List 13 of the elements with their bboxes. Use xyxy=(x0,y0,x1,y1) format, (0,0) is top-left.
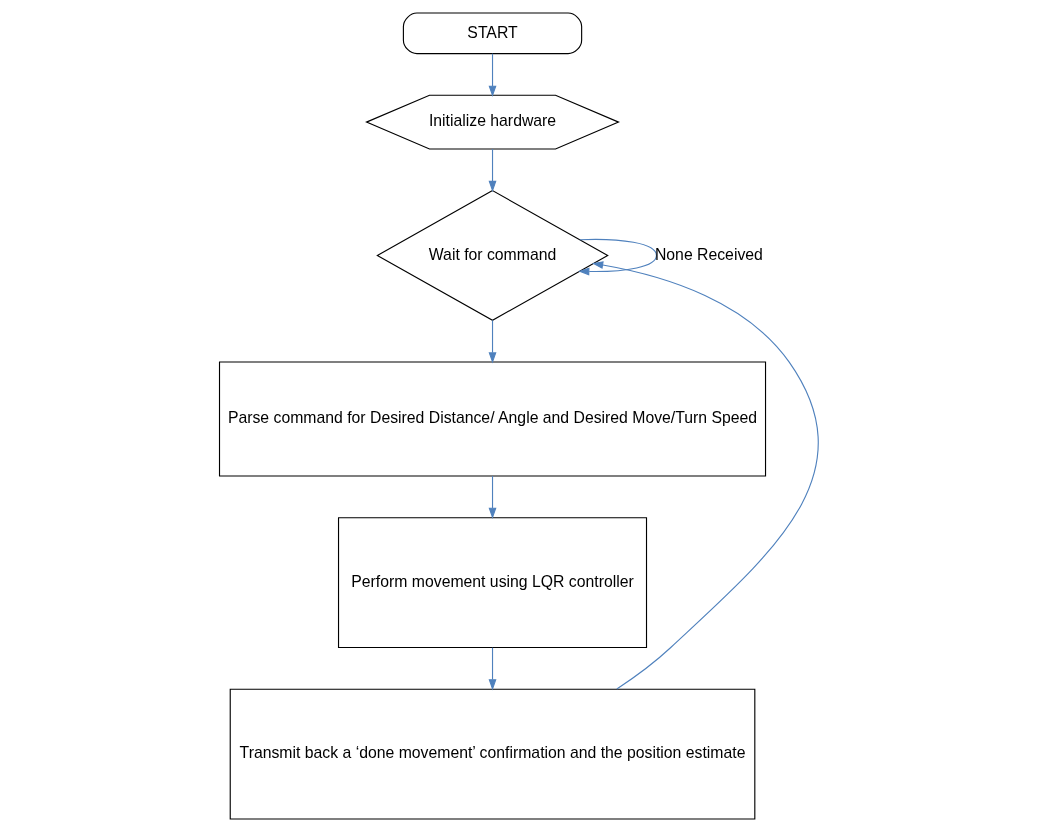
node-box: Parse command for Desired Distance/ Angle and Desired Move/Turn Speed xyxy=(218,361,767,477)
arrow xyxy=(578,238,657,276)
arrow xyxy=(488,53,497,97)
node-box: Perform movement using LQR controller xyxy=(337,517,648,649)
arrow xyxy=(488,475,497,520)
edge-label: None Received xyxy=(654,245,763,263)
node-box: START xyxy=(402,12,583,55)
arrow xyxy=(488,148,497,193)
node-box: Transmit back a ‘done movement’ confirmation and the position estimate xyxy=(229,688,756,820)
arrow xyxy=(488,319,497,364)
node-diamond: Wait for command xyxy=(376,189,609,321)
arrow xyxy=(591,261,819,690)
arrow xyxy=(488,647,497,691)
